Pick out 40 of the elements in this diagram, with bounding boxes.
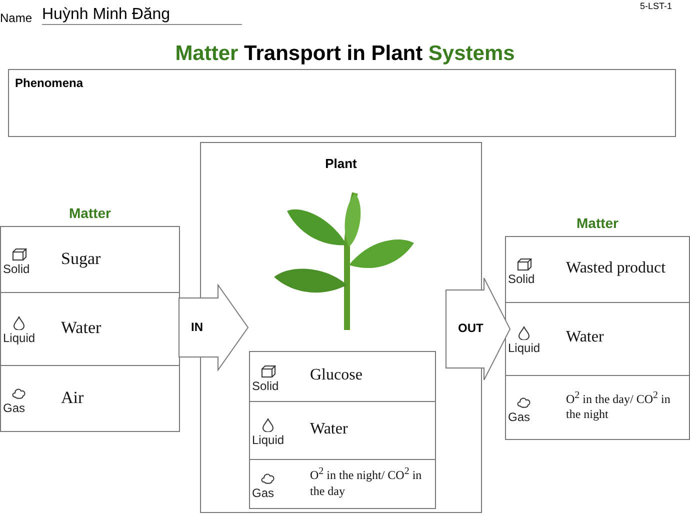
state-label: Gas [508, 410, 530, 424]
box-heading: Phenomena [15, 76, 84, 90]
state-label: Liquid [252, 432, 284, 446]
table-heading: Matter [69, 205, 111, 221]
state-label: Solid [252, 378, 279, 392]
block-arrow [446, 278, 511, 380]
state-label: Solid [3, 262, 30, 276]
matter-name: Air [61, 386, 85, 408]
arrow-label: IN [191, 320, 203, 334]
table-row [249, 401, 436, 460]
table-row [505, 302, 690, 376]
table-row [0, 292, 180, 366]
worksheet-title: Matter Transport in Plant Systems [175, 42, 515, 66]
table-row [249, 351, 436, 402]
matter-name: O$^{2}$ in the night/ CO$^{2}$ in the day [310, 465, 423, 500]
table-row [0, 365, 180, 432]
state-label: Liquid [508, 341, 540, 355]
state-label: Liquid [3, 331, 36, 345]
block-arrow [178, 283, 249, 372]
table-heading: Matter [576, 215, 618, 231]
state-label: Gas [3, 400, 26, 414]
table-row [249, 459, 436, 509]
matter-name: Sugar [61, 247, 102, 270]
table-row [505, 236, 690, 303]
matter-name: O$^{2}$ in the day/ CO$^{2}$ in the night [566, 388, 672, 423]
matter-name: Water [310, 419, 349, 440]
name-value: Huỳnh Minh Đăng [42, 5, 242, 26]
matter-name: Wasted product [566, 258, 667, 278]
matter-name: Water [61, 316, 102, 339]
table-row [505, 375, 690, 440]
table-row [0, 226, 180, 293]
matter-name: Water [566, 328, 605, 348]
state-label: Solid [508, 272, 535, 286]
matter-name: Glucose [310, 365, 364, 386]
field-label: Name [0, 11, 32, 26]
arrow-label: OUT [458, 321, 484, 335]
text-box [8, 69, 676, 137]
state-label: Gas [252, 486, 274, 500]
page-code: 5-LST-1 [640, 1, 672, 12]
panel-heading: Plant [325, 156, 357, 171]
